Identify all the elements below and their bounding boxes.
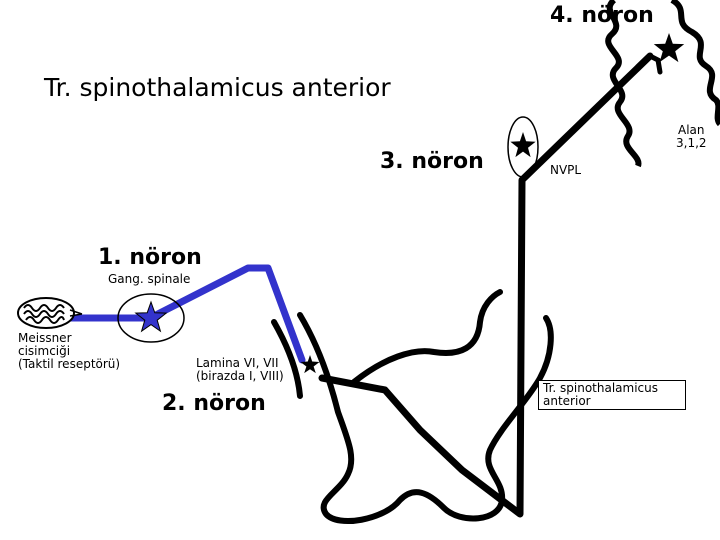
cortex-gyrus-left (605, 0, 642, 168)
tract-name-box-line1: Tr. spinothalamicus (543, 381, 659, 395)
lamina-label-line2: (birazda I, VIII) (196, 369, 284, 384)
ascending-tract-line (318, 52, 654, 518)
fourth-neuron-label: 4. nöron (550, 3, 654, 28)
spinal-cord-inner-left (271, 319, 303, 399)
thalamus-nvpl-circle (507, 116, 539, 178)
receptor-label-line2: cisimciği (18, 344, 71, 359)
meissner-corpuscle-icon (17, 297, 83, 329)
third-neuron-star-icon (510, 132, 536, 158)
second-neuron-star-icon (300, 355, 320, 374)
diagram-title: Tr. spinothalamicus anterior (44, 73, 391, 102)
spinal-cord-commissure (351, 289, 503, 385)
lamina-label: Lamina VI, VII (birazda I, VIII) (196, 356, 284, 384)
tract-name-box: Tr. spinothalamicus anterior (538, 380, 686, 411)
tract-name-box-line2: anterior (543, 394, 591, 409)
receptor-label-line3: (Taktil reseptörü) (18, 357, 121, 372)
first-neuron-axon (66, 264, 306, 364)
spinal-cord-grey-matter (297, 312, 554, 524)
cortex-gyrus-right (670, 0, 720, 127)
cortex-area-label-line2: 3,1,2 (676, 136, 707, 151)
nvpl-label: NVPL (550, 163, 582, 177)
first-neuron-star-icon (134, 300, 168, 333)
cortex-area-label-line1: Alan (678, 123, 705, 137)
lamina-label-line1: Lamina VI, VII (196, 356, 279, 370)
second-neuron-label: 2. nöron (162, 391, 266, 416)
receptor-label-line1: Meissner (18, 331, 72, 345)
receptor-label: Meissner cisimciği (Taktil reseptörü) (18, 331, 121, 372)
third-neuron-label: 3. nöron (380, 149, 484, 174)
ganglion-spinale-label: Gang. spinale (108, 272, 191, 286)
fourth-neuron-axon (647, 53, 663, 75)
fourth-neuron-star-icon (653, 33, 685, 63)
first-neuron-label: 1. nöron (98, 245, 202, 270)
ganglion-spinale-circle (117, 293, 185, 343)
cortex-area-label: Alan 3,1,2 (676, 123, 707, 151)
